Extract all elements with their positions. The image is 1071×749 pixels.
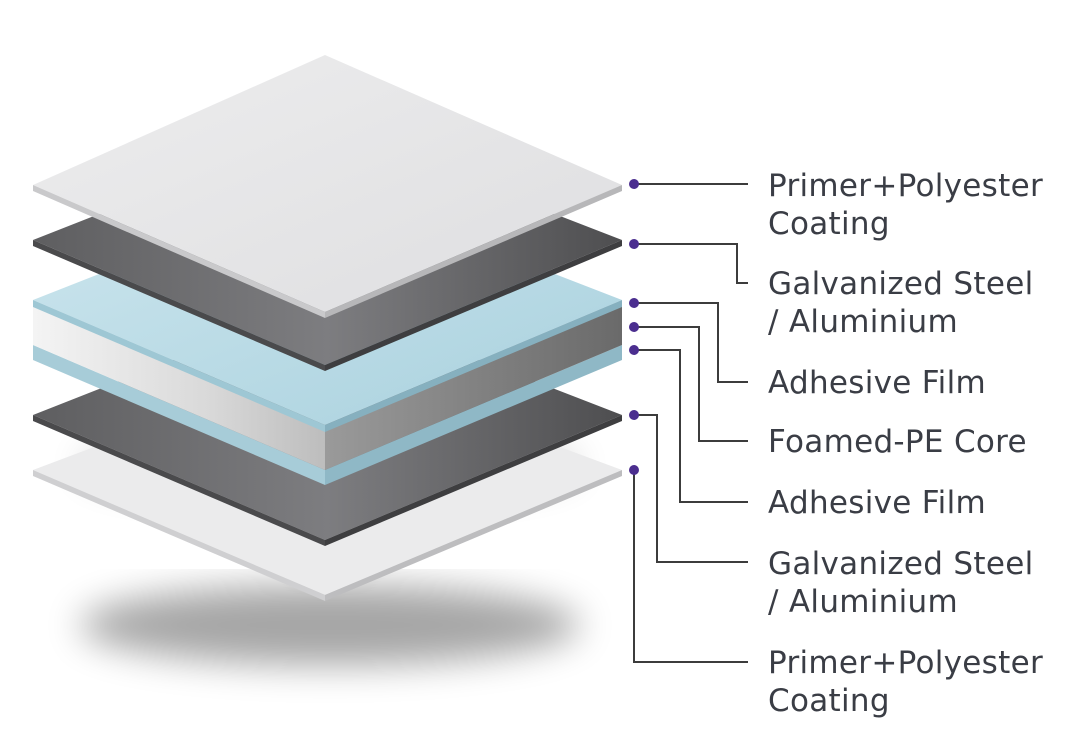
top-coating-layer: [33, 55, 622, 318]
layer-labels: Primer+Polyester Coating Galvanized Stee…: [768, 168, 1053, 719]
label-bottom-metal: Galvanized Steel / Aluminium: [768, 546, 1044, 620]
label-top-metal: Galvanized Steel / Aluminium: [768, 266, 1044, 340]
label-top-metal-line-1: Galvanized Steel: [768, 266, 1034, 302]
leader-line-top-metal: [634, 243, 748, 284]
label-bottom-coating: Primer+Polyester Coating: [768, 645, 1053, 719]
label-top-metal-line-2: / Aluminium: [768, 304, 958, 340]
dot-bottom-metal: [629, 410, 639, 420]
dot-bottom-adhesive: [629, 345, 639, 355]
label-bottom-adhesive: Adhesive Film: [768, 485, 986, 521]
label-bottom-adhesive-line-1: Adhesive Film: [768, 485, 986, 521]
bottom-shadow: [80, 585, 580, 665]
leader-line-bottom-adhesive: [634, 349, 748, 503]
label-core-line-1: Foamed-PE Core: [768, 424, 1027, 460]
label-top-coating-line-1: Primer+Polyester: [768, 168, 1043, 204]
leader-line-bottom-coating: [633, 470, 748, 663]
leader-dots: [629, 179, 639, 475]
dot-top-adhesive: [629, 298, 639, 308]
label-bottom-coating-line-1: Primer+Polyester: [768, 645, 1043, 681]
dot-bottom-coating: [629, 465, 639, 475]
label-core: Foamed-PE Core: [768, 424, 1027, 460]
dot-top-coating: [629, 179, 639, 189]
leader-line-core: [634, 326, 748, 442]
leader-line-bottom-metal: [634, 414, 748, 563]
label-bottom-metal-line-2: / Aluminium: [768, 584, 958, 620]
label-top-adhesive: Adhesive Film: [768, 365, 986, 401]
leader-line-top-adhesive: [634, 302, 748, 383]
label-top-coating: Primer+Polyester Coating: [768, 168, 1053, 242]
label-top-coating-line-2: Coating: [768, 206, 890, 242]
label-bottom-metal-line-1: Galvanized Steel: [768, 546, 1034, 582]
dot-core: [629, 322, 639, 332]
label-top-adhesive-line-1: Adhesive Film: [768, 365, 986, 401]
dot-top-metal: [629, 239, 639, 249]
leader-lines: [633, 183, 748, 663]
label-bottom-coating-line-2: Coating: [768, 683, 890, 719]
